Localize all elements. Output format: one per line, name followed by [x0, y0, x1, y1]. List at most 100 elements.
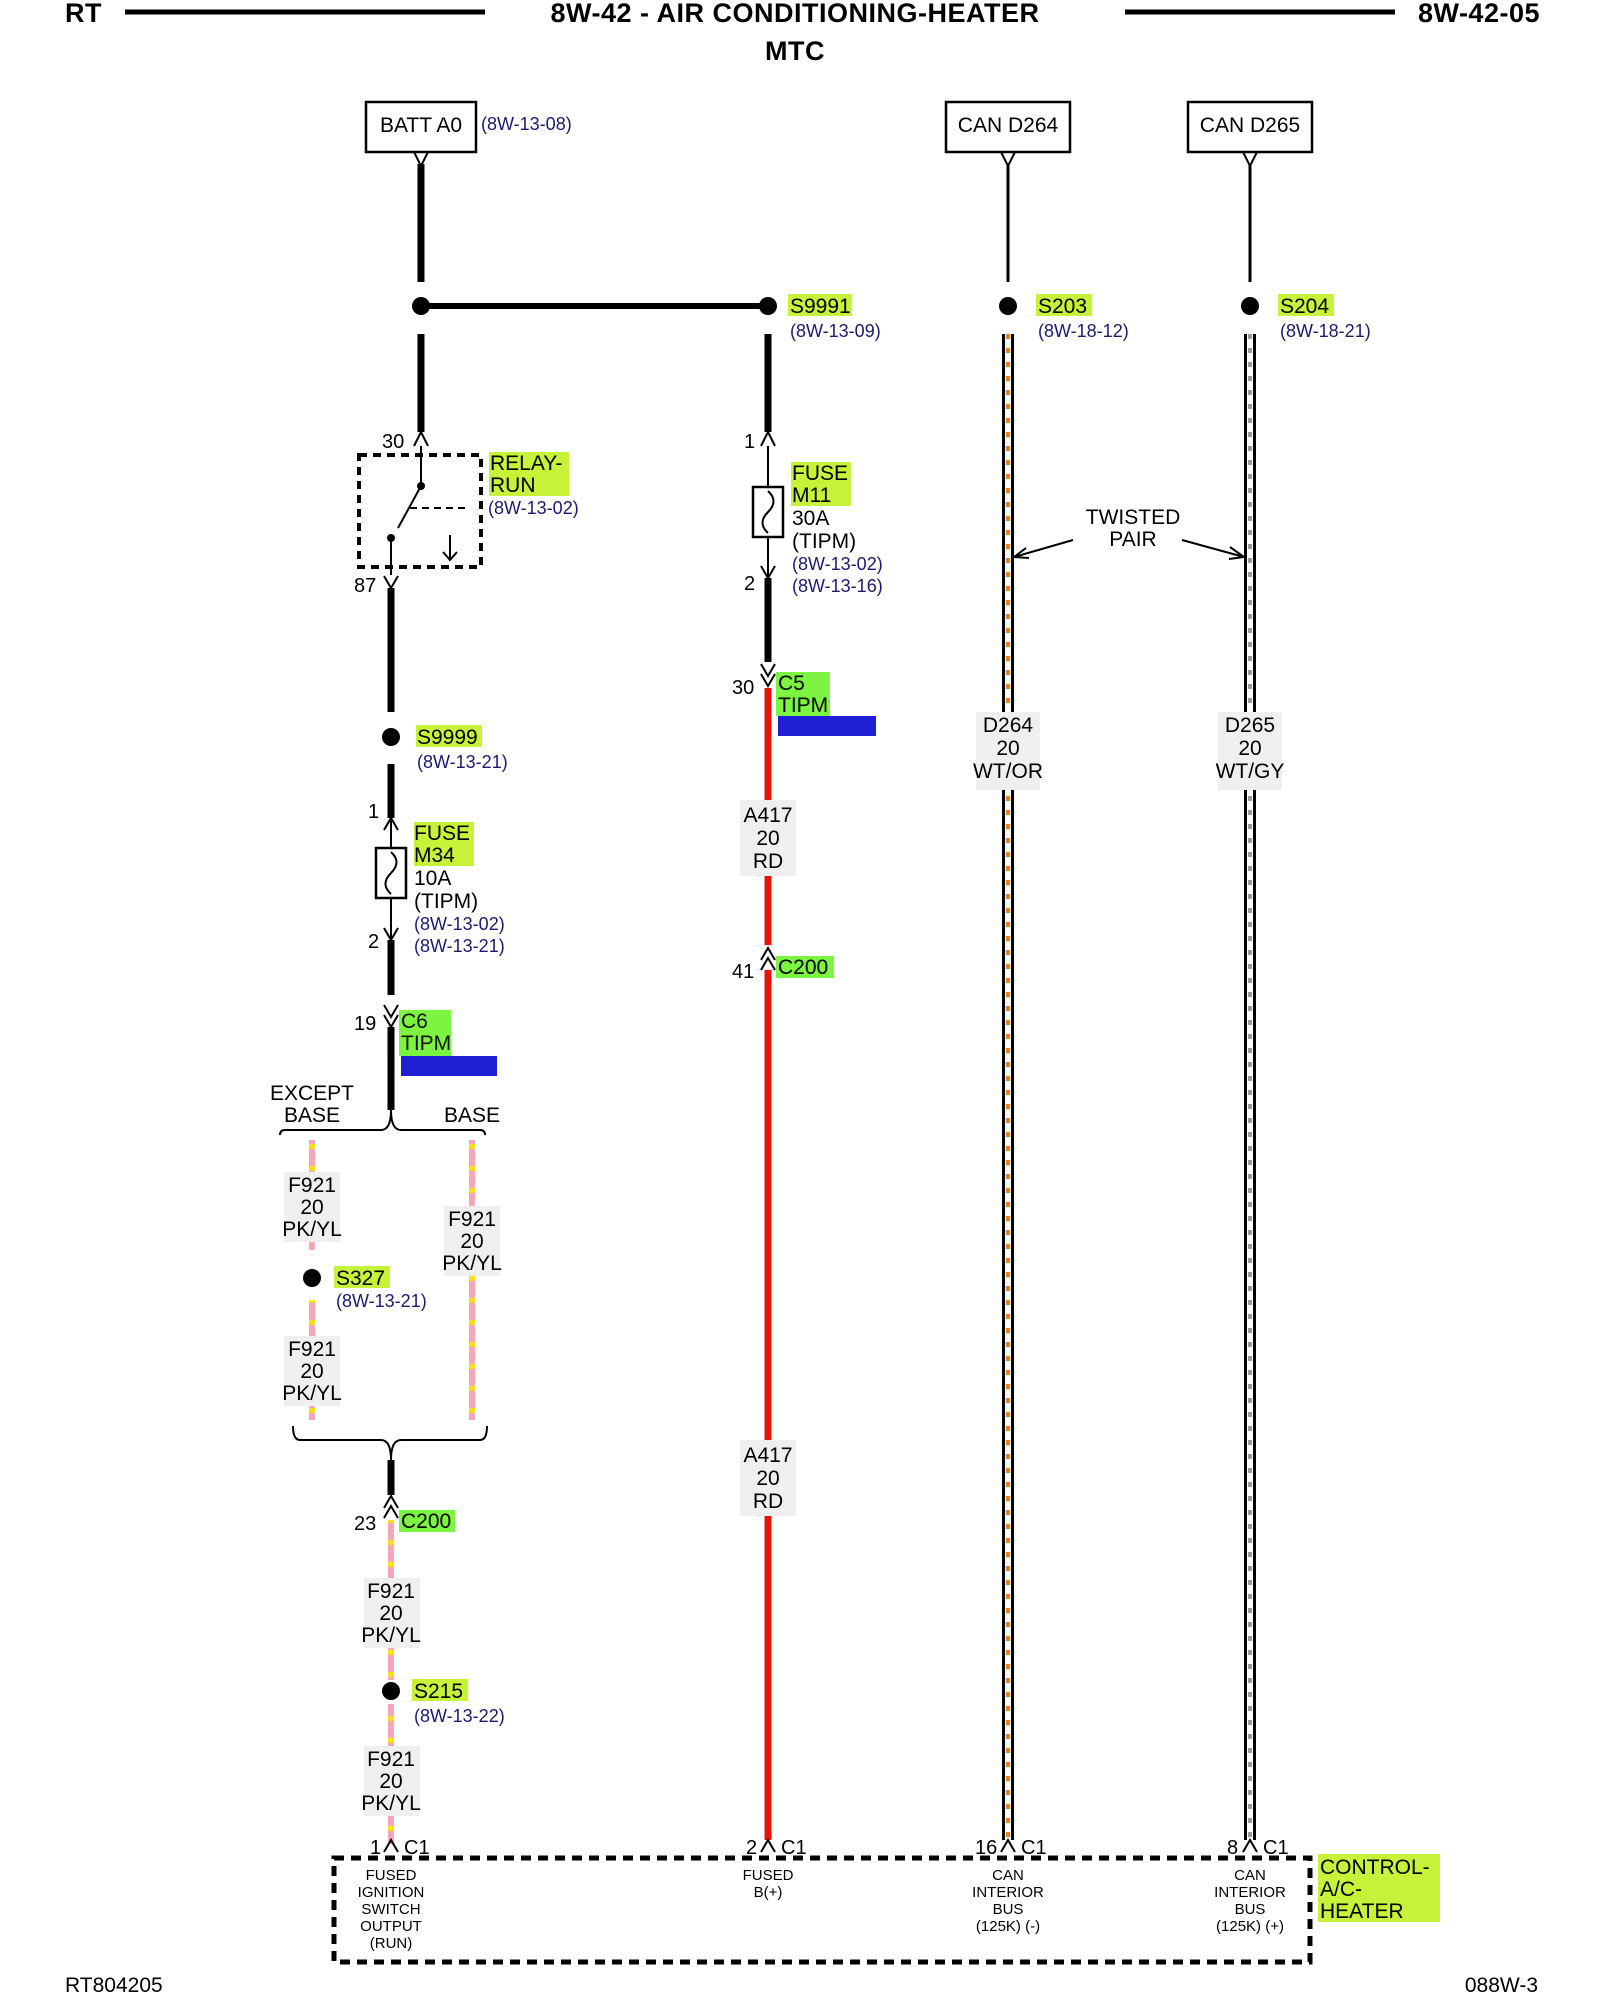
- relay-pin-87-arrow: [383, 575, 399, 590]
- module-pin-2-desc-1: FUSED: [743, 1867, 794, 1884]
- module-pin-16-arrow: [1000, 1838, 1016, 1853]
- control-ac-heater-module[interactable]: [331, 1855, 1313, 1965]
- f921-base-label-bg: [444, 1206, 500, 1276]
- splice-s203-dot: [999, 297, 1017, 315]
- splice-s9999-hl: [416, 725, 482, 747]
- module-pin-8-desc-2: INTERIOR: [1214, 1884, 1286, 1901]
- c200-23-arrow: [383, 1494, 399, 1519]
- splice-s204-ref[interactable]: (8W-18-21): [1280, 321, 1371, 341]
- splice-s9991-hl: [788, 294, 852, 316]
- relay-pin-30: 30: [382, 431, 404, 453]
- fuse-m34-ref-2[interactable]: (8W-13-21): [414, 936, 505, 956]
- f921-except-circuit-1: F921: [288, 1174, 336, 1197]
- a417-upper-gauge: 20: [756, 827, 779, 850]
- option-base: BASE: [444, 1104, 500, 1127]
- fuse-m11-pin-1: 1: [744, 431, 755, 453]
- splice-s327-dot: [303, 1269, 321, 1287]
- fuse-m11-pin-1-arrow: [760, 429, 776, 447]
- splice-s9991-ref[interactable]: (8W-13-09): [790, 321, 881, 341]
- relay-ground-arrow: [442, 551, 458, 562]
- twisted-pair-pointer-right: [1181, 539, 1245, 558]
- footer-right: 088W-3: [1465, 1974, 1538, 1997]
- splice-s9991-dot: [759, 297, 777, 315]
- relay-pin-87: 87: [354, 575, 376, 597]
- splice-s9999-ref[interactable]: (8W-13-21): [417, 752, 508, 772]
- fuse-m11-ref-1[interactable]: (8W-13-02): [792, 554, 883, 574]
- module-pin-16-connector: C1: [1021, 1837, 1047, 1859]
- module-pin-1-desc-3: SWITCH: [361, 1901, 420, 1918]
- fuse-m11-rating: 30A: [792, 507, 829, 530]
- module-pin-8-desc-4: (125K) (+): [1216, 1918, 1284, 1935]
- splice-s215-dot: [382, 1682, 400, 1700]
- module-pin-2-connector: C1: [781, 1837, 807, 1859]
- f921-except-label-bg-2: [284, 1336, 340, 1406]
- c200-41-label: C200: [778, 956, 828, 979]
- module-pin-16-desc-4: (125K) (-): [976, 1918, 1040, 1935]
- f921-except-color-2: PK/YL: [282, 1382, 342, 1405]
- module-pin-8-number: 8: [1227, 1837, 1238, 1859]
- a417-upper-circuit: A417: [743, 804, 792, 827]
- module-label-2: A/C-: [1320, 1878, 1362, 1901]
- twisted-pair-label-1: TWISTED: [1086, 506, 1181, 529]
- can-d264-arrow: [1000, 151, 1016, 169]
- module-label-3: HEATER: [1320, 1900, 1404, 1923]
- option-except-base-1: EXCEPT: [270, 1082, 354, 1105]
- module-pin-16-desc-2: INTERIOR: [972, 1884, 1044, 1901]
- can-d264-box: [944, 100, 1072, 154]
- fuse-m34-rating: 10A: [414, 867, 451, 890]
- c5-location: TIPM: [778, 694, 828, 717]
- module-pin-1-desc-2: IGNITION: [358, 1884, 425, 1901]
- c6-label: C6: [401, 1010, 428, 1033]
- f921-lower-gauge-1: 20: [379, 1602, 402, 1625]
- relay-ref[interactable]: (8W-13-02): [488, 498, 579, 518]
- fuse-m34-element: [384, 851, 398, 895]
- c200-41-arrow: [760, 946, 776, 971]
- splice-s203-ref[interactable]: (8W-18-12): [1038, 321, 1129, 341]
- f921-except-gauge-2: 20: [300, 1360, 323, 1383]
- batt-a0-box: [364, 100, 478, 154]
- a417-lower-gauge: 20: [756, 1467, 779, 1490]
- fuse-m34-ref-1[interactable]: (8W-13-02): [414, 914, 505, 934]
- f921-except-color-1: PK/YL: [282, 1218, 342, 1241]
- f921-base-gauge: 20: [460, 1230, 483, 1253]
- module-pin-8-desc-3: BUS: [1235, 1901, 1266, 1918]
- batt-a0-ref[interactable]: (8W-13-08): [481, 114, 572, 134]
- module-pin-1-connector: C1: [404, 1837, 430, 1859]
- twisted-pair-arrow-left: [1011, 547, 1030, 559]
- splice-s9999-label: S9999: [417, 726, 478, 749]
- f921-base-color: PK/YL: [442, 1252, 502, 1275]
- fuse-m11-pin-2: 2: [744, 573, 755, 595]
- splice-s215-label: S215: [414, 1680, 463, 1703]
- f921-except-label-bg-1: [284, 1172, 340, 1242]
- splice-s203-hl: [1036, 294, 1092, 316]
- splice-s204-hl: [1278, 294, 1334, 316]
- c5-ref-redacted: [778, 716, 876, 736]
- splice-s327-ref[interactable]: (8W-13-21): [336, 1291, 427, 1311]
- module-pin-8-arrow: [1242, 1838, 1258, 1853]
- relay-pin-30-arrow: [413, 429, 429, 447]
- module-pin-1-desc-4: OUTPUT: [360, 1918, 422, 1935]
- c6-hl: [399, 1010, 451, 1056]
- fuse-m34-pin-2: 2: [368, 931, 379, 953]
- splice-s204-dot: [1241, 297, 1259, 315]
- fuse-m11-label-2: M11: [792, 484, 831, 507]
- c6-ref-redacted: [401, 1056, 497, 1076]
- a417-lower-label-bg: [740, 1440, 796, 1516]
- d265-label-bg: [1218, 712, 1282, 790]
- option-brace-bottom: [292, 1425, 488, 1461]
- splice-s215-ref[interactable]: (8W-13-22): [414, 1706, 505, 1726]
- bus-junction-left: [412, 297, 430, 315]
- relay-switch-arm: [397, 485, 422, 529]
- relay-label-2: RUN: [490, 474, 536, 497]
- batt-a0-arrow: [413, 151, 429, 169]
- module-label-hl: [1318, 1854, 1440, 1922]
- a417-upper-color: RD: [753, 850, 783, 873]
- d264-gauge: 20: [996, 737, 1019, 760]
- d264-circuit: D264: [983, 714, 1034, 737]
- f921-lower-color-2: PK/YL: [361, 1792, 421, 1815]
- fuse-m11-ref-2[interactable]: (8W-13-16): [792, 576, 883, 596]
- f921-lower-circuit-2: F921: [367, 1748, 415, 1771]
- splice-s9991-label: S9991: [790, 295, 851, 318]
- page-title: 8W-42 - AIR CONDITIONING-HEATER: [551, 0, 1040, 28]
